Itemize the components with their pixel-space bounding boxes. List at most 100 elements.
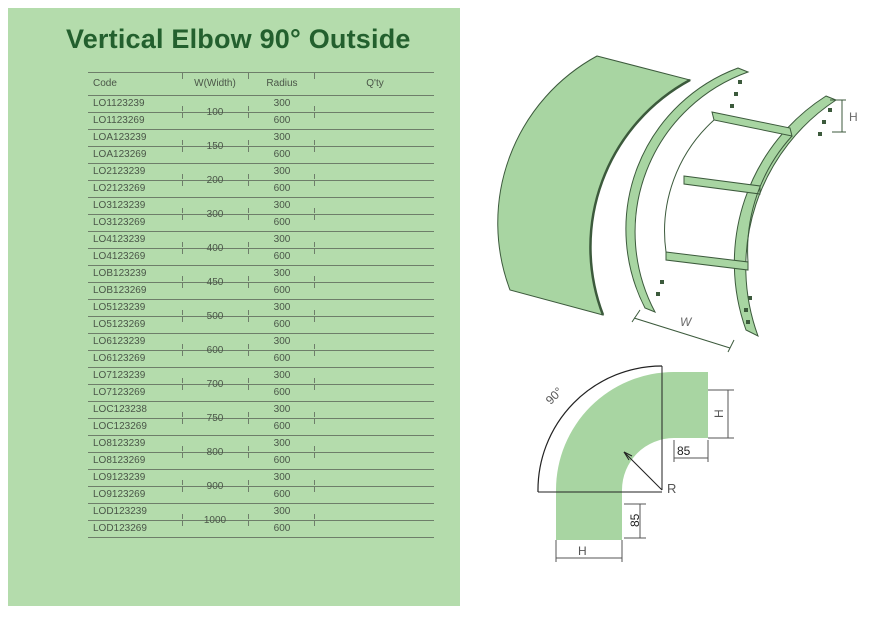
cell-divider bbox=[314, 215, 315, 220]
cell-divider bbox=[314, 283, 315, 288]
cell-divider bbox=[182, 351, 183, 356]
width-cell: 200 bbox=[206, 175, 224, 186]
cell-divider bbox=[248, 419, 249, 424]
cell-divider bbox=[182, 412, 183, 417]
cell-divider bbox=[248, 521, 249, 526]
code-cell: LO8123269 bbox=[93, 455, 146, 466]
cell-divider bbox=[314, 310, 315, 315]
radius-cell: 300 bbox=[273, 268, 291, 279]
cell-divider bbox=[314, 419, 315, 424]
cell-divider bbox=[182, 378, 183, 383]
radius-cell: 600 bbox=[273, 353, 291, 364]
cell-divider bbox=[314, 249, 315, 254]
cell-divider bbox=[248, 378, 249, 383]
cell-divider bbox=[314, 344, 315, 349]
header-radius: Radius bbox=[266, 78, 298, 89]
table-row: LOB123239 300 bbox=[88, 266, 434, 283]
rung bbox=[711, 111, 793, 137]
radius-cell: 300 bbox=[273, 506, 291, 517]
cell-divider bbox=[248, 208, 249, 213]
radius-cell: 300 bbox=[273, 234, 291, 245]
cell-divider bbox=[314, 174, 315, 179]
cell-divider bbox=[248, 215, 249, 220]
radius-cell: 300 bbox=[273, 472, 291, 483]
code-cell: LO5123269 bbox=[93, 319, 146, 330]
radius-cell: 600 bbox=[273, 183, 291, 194]
cell-divider bbox=[248, 276, 249, 281]
radius-cell: 600 bbox=[273, 217, 291, 228]
cell-divider bbox=[182, 113, 183, 118]
inner-web bbox=[747, 135, 793, 263]
cell-divider bbox=[314, 147, 315, 152]
width-cell: 750 bbox=[206, 413, 224, 424]
cell-divider bbox=[182, 317, 183, 322]
width-cell: 1000 bbox=[203, 515, 227, 526]
page-title: Vertical Elbow 90° Outside bbox=[66, 24, 411, 54]
code-cell: LOC123238 bbox=[93, 404, 147, 415]
height-label: H bbox=[849, 110, 858, 124]
radius-cell: 300 bbox=[273, 132, 291, 143]
code-cell: LO4123269 bbox=[93, 251, 146, 262]
cell-divider bbox=[182, 215, 183, 220]
radius-cell: 300 bbox=[273, 370, 291, 381]
cell-divider bbox=[182, 446, 183, 451]
cell-divider bbox=[182, 147, 183, 152]
radius-cell: 600 bbox=[273, 523, 291, 534]
cell-divider bbox=[182, 249, 183, 254]
cell-divider bbox=[314, 487, 315, 492]
header-code: Code bbox=[93, 78, 117, 89]
table-row: LO7123239 300 bbox=[88, 368, 434, 385]
width-cell: 450 bbox=[206, 277, 224, 288]
radius-cell: 300 bbox=[273, 98, 291, 109]
cell-divider bbox=[182, 514, 183, 519]
left-side-rail bbox=[625, 67, 750, 313]
radius-cell: 300 bbox=[273, 166, 291, 177]
code-cell: LO2123269 bbox=[93, 183, 146, 194]
width-cell: 150 bbox=[206, 141, 224, 152]
side-view-lines bbox=[538, 366, 663, 493]
cell-divider bbox=[248, 446, 249, 451]
cell-divider bbox=[248, 351, 249, 356]
cell-divider bbox=[182, 140, 183, 145]
code-cell: LOB123239 bbox=[93, 268, 147, 279]
code-cell: LO2123239 bbox=[93, 166, 146, 177]
code-cell: LO1123269 bbox=[93, 115, 145, 126]
header-width: W(Width) bbox=[194, 78, 236, 89]
code-cell: LO7123239 bbox=[93, 370, 146, 381]
cell-divider bbox=[182, 521, 183, 526]
cell-divider bbox=[182, 283, 183, 288]
rung bbox=[683, 175, 761, 195]
radius-cell: 600 bbox=[273, 387, 291, 398]
cell-divider bbox=[182, 419, 183, 424]
cell-divider bbox=[248, 487, 249, 492]
cell-divider bbox=[248, 181, 249, 186]
cell-divider bbox=[182, 106, 183, 111]
width-cell: 800 bbox=[206, 447, 224, 458]
cell-divider bbox=[248, 106, 249, 111]
cell-divider bbox=[314, 514, 315, 519]
cell-divider bbox=[248, 385, 249, 390]
cell-divider bbox=[248, 310, 249, 315]
width-cell: 900 bbox=[206, 481, 224, 492]
cell-divider bbox=[182, 310, 183, 315]
code-cell: LOB123269 bbox=[93, 285, 147, 296]
table-row: LO2123239 300 bbox=[88, 164, 434, 181]
